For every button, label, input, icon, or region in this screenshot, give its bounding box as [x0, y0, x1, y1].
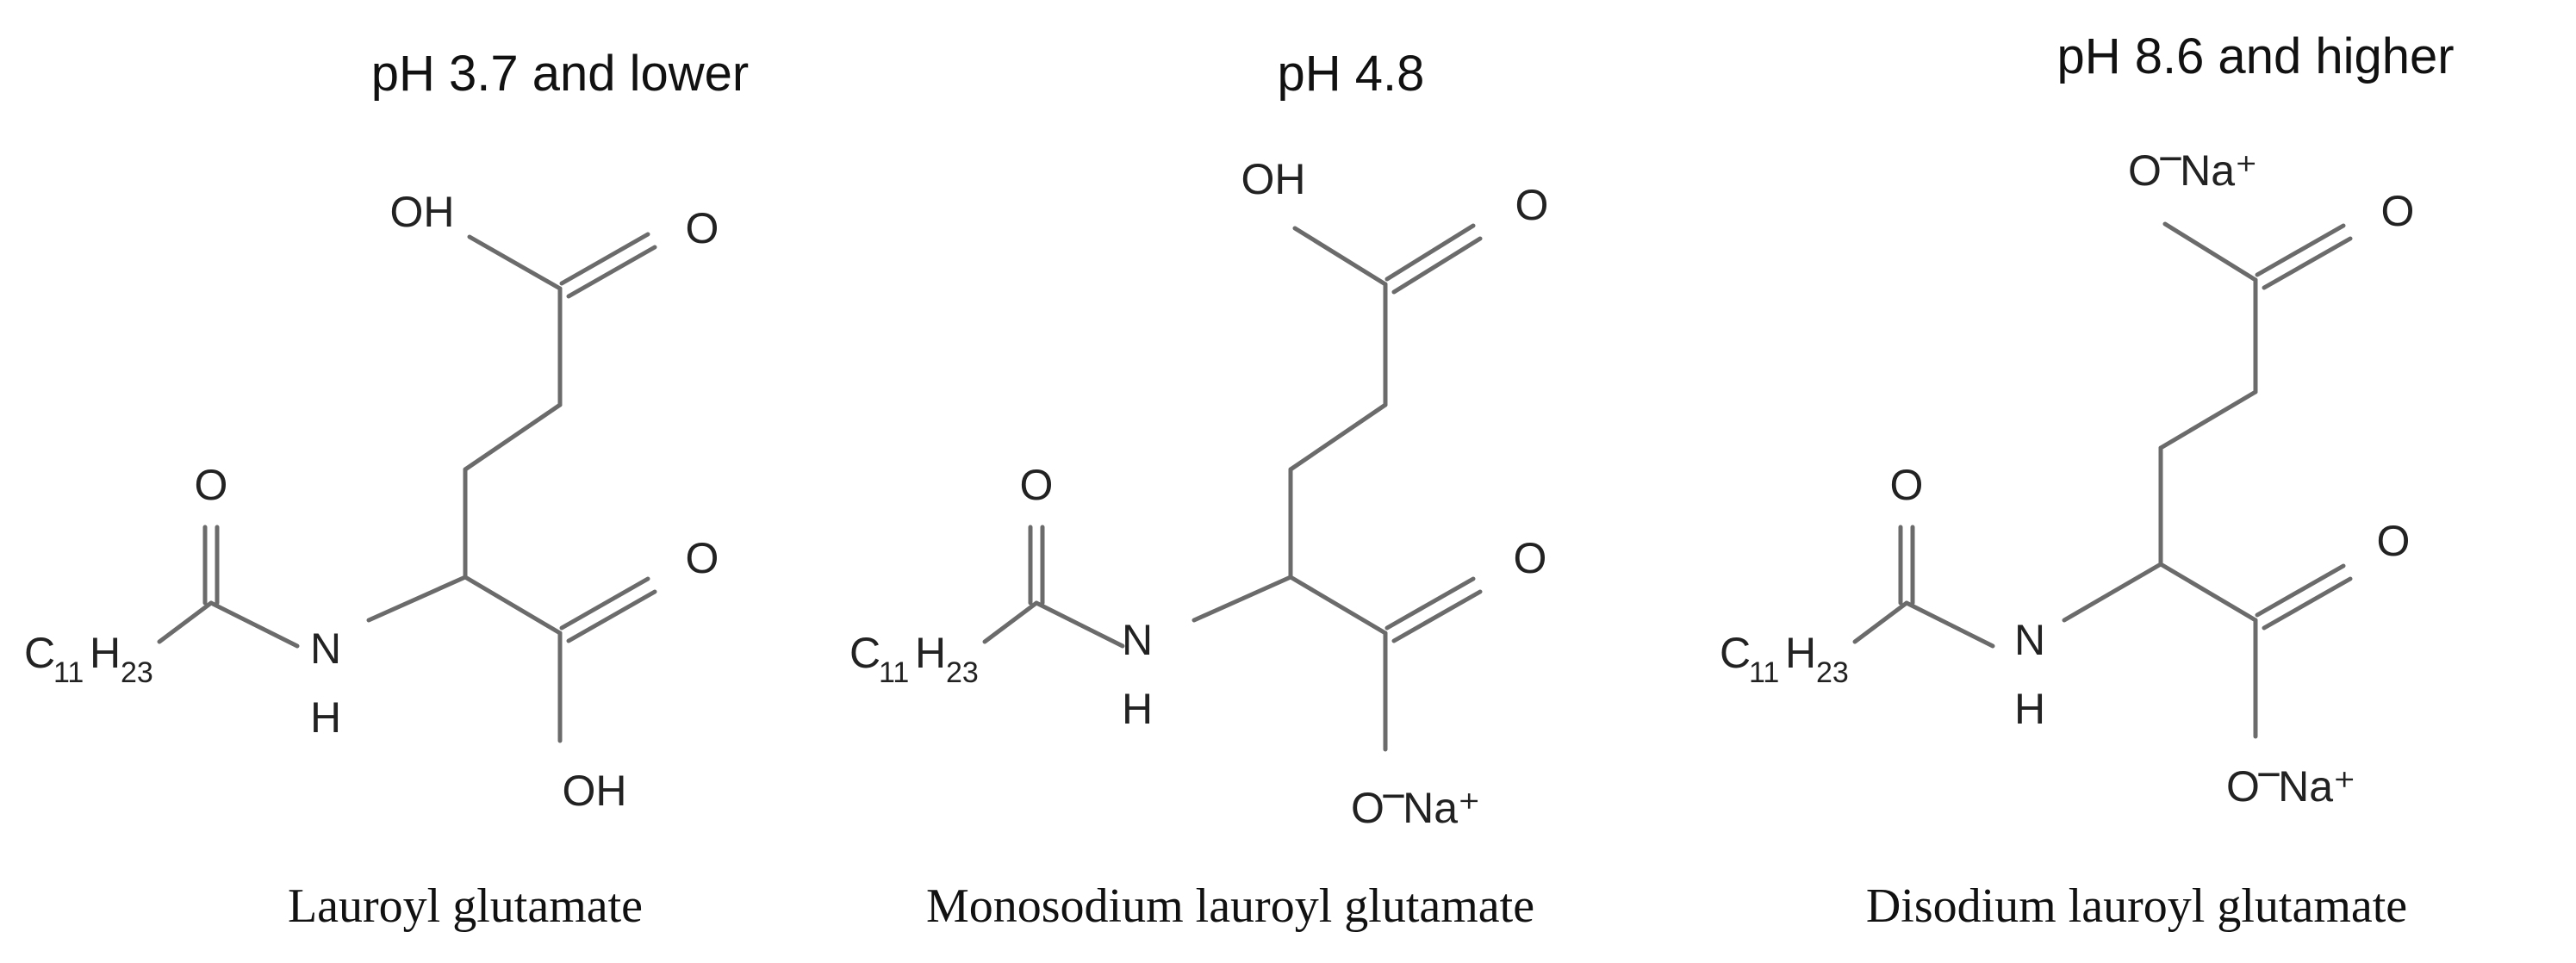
bottom-group-charge: − — [1381, 772, 1406, 820]
top-carbonyl-oxygen: O — [2381, 187, 2415, 235]
bond-beta-to-gamma — [463, 402, 563, 472]
bond-alpha-to-carboxyl — [2158, 562, 2258, 623]
bond-carbonyl-to-n — [1034, 600, 1125, 649]
top-group-main: O — [2128, 146, 2162, 195]
bond-top-double-a — [559, 232, 650, 286]
amide-nitrogen: N — [1122, 616, 1153, 664]
bond-bottom-double-a — [1384, 576, 1476, 631]
ph-label: pH 3.7 and lower — [371, 46, 749, 102]
alkyl-chain-label: C 11 H 23 — [24, 629, 153, 689]
bond-chain-to-carbonyl — [157, 600, 214, 644]
bond-bottom-double-b — [566, 589, 657, 643]
top-group: OH — [1241, 155, 1306, 203]
bond-carboxyl-to-top-o — [1292, 226, 1388, 287]
amide-nitrogen: N — [310, 624, 341, 673]
bond-alpha-to-carboxyl — [1288, 575, 1388, 636]
skeleton-bonds — [157, 232, 657, 743]
ph-label: pH 8.6 and higher — [2056, 28, 2454, 84]
bond-chain-to-carbonyl — [1852, 600, 1909, 644]
amide-nitrogen: N — [2014, 616, 2045, 664]
bond-top-double-b — [1391, 236, 1483, 295]
panel-lauroyl-glutamate: pH 3.7 and lower O C 11 H 23 N — [24, 46, 749, 933]
alkyl-h-subscript: 23 — [1816, 656, 1849, 689]
carbonyl-oxygen: O — [1890, 461, 1924, 509]
bond-top-double-a — [1384, 223, 1476, 282]
alkyl-c: C — [24, 629, 55, 677]
bottom-carbonyl-oxygen: O — [1514, 534, 1547, 582]
bond-beta-to-gamma — [2158, 389, 2258, 450]
bond-carbonyl-to-n — [208, 600, 300, 649]
alkyl-chain-label: C 11 H 23 — [849, 629, 979, 689]
top-group-main: OH — [1241, 155, 1306, 203]
bond-carboxyl-to-top-o — [467, 234, 563, 291]
bond-top-double-a — [2255, 223, 2346, 277]
skeleton-bonds — [1852, 221, 2353, 739]
carbonyl-oxygen: O — [1020, 461, 1054, 509]
bottom-group-main: O — [2226, 762, 2260, 811]
top-group-charge: − — [2158, 134, 2183, 183]
bottom-group-main: O — [1351, 784, 1384, 832]
alkyl-h: H — [915, 629, 946, 677]
bottom-group: O−Na⁺ — [2226, 750, 2355, 811]
compound-name: Monosodium lauroyl glutamate — [926, 879, 1534, 933]
alkyl-c-subscript: 11 — [879, 656, 909, 689]
top-group-counterion: Na⁺ — [2180, 146, 2257, 195]
bond-chain-to-carbonyl — [982, 600, 1039, 644]
panel-disodium-lauroyl-glutamate: pH 8.6 and higher O C 11 H 23 N H — [1720, 28, 2455, 933]
top-group: O−Na⁺ — [2128, 134, 2257, 195]
bottom-group-charge: − — [2256, 750, 2281, 798]
bottom-group-counterion: Na⁺ — [1403, 784, 1480, 832]
alkyl-c-subscript: 11 — [53, 656, 84, 689]
amide-hydrogen: H — [2014, 685, 2045, 733]
bond-carboxyl-to-top-o — [2162, 221, 2258, 283]
amide-hydrogen: H — [1122, 685, 1153, 733]
bottom-carbonyl-oxygen: O — [2377, 517, 2411, 565]
bond-alpha-to-carboxyl — [463, 575, 563, 636]
bond-n-to-alpha — [1192, 575, 1293, 623]
alkyl-c-subscript: 11 — [1749, 656, 1779, 689]
top-carbonyl-oxygen: O — [686, 204, 719, 252]
bond-top-double-b — [2262, 236, 2353, 290]
carbonyl-oxygen: O — [195, 461, 228, 509]
top-carbonyl-oxygen: O — [1515, 181, 1549, 229]
alkyl-c: C — [1720, 629, 1751, 677]
panel-monosodium-lauroyl-glutamate: pH 4.8 O C 11 H 23 N H O O — [849, 46, 1548, 933]
alkyl-h: H — [90, 629, 121, 677]
alkyl-chain-label: C 11 H 23 — [1720, 629, 1849, 689]
bottom-group-main: OH — [563, 767, 627, 815]
bottom-group-counterion: Na⁺ — [2278, 762, 2355, 811]
bottom-group: OH — [563, 767, 627, 815]
alkyl-h: H — [1785, 629, 1816, 677]
alkyl-h-subscript: 23 — [946, 656, 979, 689]
compound-name: Lauroyl glutamate — [288, 879, 643, 933]
bond-bottom-double-a — [2255, 563, 2346, 618]
alkyl-c: C — [849, 629, 880, 677]
bond-bottom-double-b — [2262, 576, 2353, 631]
top-group: OH — [390, 188, 455, 236]
bond-bottom-double-a — [559, 576, 650, 631]
bond-top-double-b — [566, 245, 657, 299]
top-group-main: OH — [390, 188, 455, 236]
bond-bottom-double-b — [1391, 589, 1483, 643]
amide-hydrogen: H — [310, 693, 341, 742]
bottom-group: O−Na⁺ — [1351, 772, 1480, 832]
skeleton-bonds — [982, 223, 1483, 752]
alkyl-h-subscript: 23 — [121, 656, 153, 689]
bond-n-to-alpha — [2062, 562, 2163, 623]
bottom-carbonyl-oxygen: O — [686, 534, 719, 582]
bond-beta-to-gamma — [1288, 402, 1388, 472]
bond-n-to-alpha — [366, 575, 468, 623]
compound-name: Disodium lauroyl glutamate — [1866, 879, 2407, 933]
ph-label: pH 4.8 — [1278, 46, 1425, 102]
bond-carbonyl-to-n — [1904, 600, 1995, 649]
